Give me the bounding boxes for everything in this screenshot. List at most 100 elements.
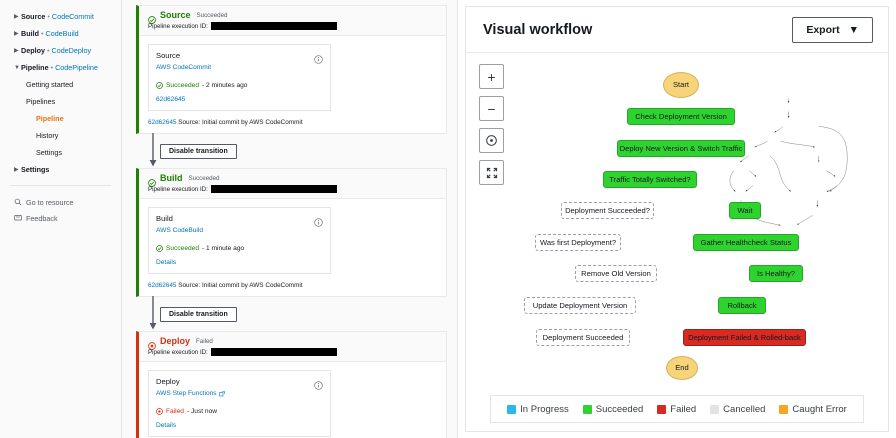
workflow-node-deploy[interactable]: Deploy New Version & Switch Traffic xyxy=(617,140,745,157)
sidebar-item-separator: • xyxy=(46,46,50,55)
status-succeeded-icon xyxy=(148,174,156,187)
legend-swatch xyxy=(582,404,592,414)
workflow-edges xyxy=(729,98,848,226)
commit-message: Source: Initial commit by AWS CodeCommit xyxy=(176,119,303,126)
workflow-node-start[interactable]: Start xyxy=(663,72,699,98)
sidebar-footer-go-to-resource[interactable]: Go to resource xyxy=(0,194,121,210)
status-succeeded-icon xyxy=(156,76,163,94)
legend-label: Caught Error xyxy=(792,403,847,415)
visual-workflow-panel: Visual workflow Export ▼ +− xyxy=(458,0,896,438)
workflow-node-remove[interactable]: Remove Old Version xyxy=(575,265,657,282)
sidebar-divider xyxy=(10,185,111,186)
sidebar-footer-feedback[interactable]: Feedback xyxy=(0,210,121,226)
workflow-node-healthy[interactable]: Is Healthy? xyxy=(749,265,803,282)
sidebar-item-label: Deploy xyxy=(21,46,45,55)
commit-line: 62d62645 Source: Initial commit by AWS C… xyxy=(148,282,438,289)
execution-id-redacted xyxy=(210,185,337,193)
action-provider-link[interactable]: AWS CodeBuild xyxy=(156,227,323,234)
action-details-link[interactable]: Details xyxy=(156,259,177,266)
disable-transition-button[interactable]: Disable transition xyxy=(160,306,237,322)
legend-item-caught-error: Caught Error xyxy=(779,403,847,415)
zoom-in-icon[interactable]: + xyxy=(479,64,504,89)
stage-status: Failed xyxy=(196,337,213,345)
action-provider-link[interactable]: AWS CodeCommit xyxy=(156,64,323,71)
workflow-node-label: Deploy New Version & Switch Traffic xyxy=(619,143,743,153)
workflow-node-label: Deployment Succeeded xyxy=(542,332,624,342)
execution-id-label: Pipeline execution ID: xyxy=(148,185,208,193)
workflow-node-label: Check Deployment Version xyxy=(635,111,727,121)
sidebar-item-label: Settings xyxy=(21,165,50,174)
disable-transition-button[interactable]: Disable transition xyxy=(160,143,237,159)
sidebar-item-separator: • xyxy=(40,29,44,38)
zoom-out-icon[interactable]: − xyxy=(479,96,504,121)
workflow-node-label: Wait xyxy=(737,205,753,215)
workflow-node-gather[interactable]: Gather Healthcheck Status xyxy=(693,234,799,251)
action-status: Succeeded xyxy=(166,81,199,89)
action-title: Build xyxy=(156,214,173,223)
action-status-time: - 1 minute ago xyxy=(202,244,245,252)
workflow-node-label: Update Deployment Version xyxy=(532,300,628,310)
export-button[interactable]: Export ▼ xyxy=(792,16,873,43)
sidebar-item-pipeline[interactable]: ▼Pipeline • CodePipeline xyxy=(0,59,121,76)
status-failed-icon xyxy=(148,337,156,350)
sidebar-item-deploy[interactable]: ▶Deploy • CodeDeploy xyxy=(0,42,121,59)
legend-label: Failed xyxy=(670,403,697,415)
action-status-time: - 2 minutes ago xyxy=(202,81,248,89)
action-details-link[interactable]: Details xyxy=(156,422,177,429)
zoom-reset-icon[interactable] xyxy=(479,128,504,153)
workflow-node-depsucc[interactable]: Deployment Succeeded xyxy=(536,329,630,346)
workflow-node-end[interactable]: End xyxy=(666,356,698,380)
sidebar-item-build[interactable]: ▶Build • CodeBuild xyxy=(0,25,121,42)
info-icon[interactable] xyxy=(314,214,323,227)
sidebar-subitem-history[interactable]: History xyxy=(36,131,59,140)
sidebar-item-provider: CodeDeploy xyxy=(51,46,92,55)
workflow-node-wait[interactable]: Wait xyxy=(729,202,761,219)
fit-screen-icon[interactable] xyxy=(479,160,504,185)
workflow-node-rollback[interactable]: Rollback xyxy=(718,297,766,314)
commit-id-link[interactable]: 62d62645 xyxy=(148,282,177,289)
workflow-node-label: Remove Old Version xyxy=(581,268,651,278)
stage-status: Succeeded xyxy=(196,11,228,19)
sidebar-item-source[interactable]: ▶Source • CodeCommit xyxy=(0,8,121,25)
info-icon[interactable] xyxy=(314,377,323,390)
sidebar-subitem-settings[interactable]: Settings xyxy=(36,148,62,157)
stage-name: Build xyxy=(160,173,183,183)
legend-swatch xyxy=(779,404,789,414)
workflow-node-check[interactable]: Check Deployment Version xyxy=(627,108,735,125)
action-status: Failed xyxy=(166,407,184,415)
sidebar-subitem-pipelines[interactable]: Pipelines xyxy=(26,97,56,106)
sidebar-footer-label: Go to resource xyxy=(26,197,74,207)
stage-name: Deploy xyxy=(160,336,191,346)
sidebar-subitem-getting-started[interactable]: Getting started xyxy=(26,80,74,89)
action-status-time: - Just now xyxy=(186,407,218,415)
action-provider-link[interactable]: AWS Step Functions xyxy=(156,390,323,397)
chevron-down-icon: ▼ xyxy=(14,64,20,71)
workflow-node-firstdep[interactable]: Was first Deployment? xyxy=(535,234,621,251)
chevron-right-icon: ▶ xyxy=(14,166,19,173)
info-icon[interactable] xyxy=(314,51,323,64)
workflow-node-update[interactable]: Update Deployment Version xyxy=(524,297,636,314)
action-details-link[interactable]: 62d62645 xyxy=(156,96,186,103)
commit-id-link[interactable]: 62d62645 xyxy=(148,119,177,126)
workflow-node-switched[interactable]: Traffic Totally Switched? xyxy=(603,171,697,188)
legend-item-failed: Failed xyxy=(657,404,696,415)
commit-line: 62d62645 Source: Initial commit by AWS C… xyxy=(148,119,438,126)
sidebar-item-settings[interactable]: ▶Settings xyxy=(0,161,121,178)
chevron-down-icon: ▼ xyxy=(848,23,859,36)
stage-transition: Disable transition xyxy=(136,133,447,168)
sidebar-subitem-pipeline[interactable]: Pipeline xyxy=(36,114,64,123)
workflow-node-failroll[interactable]: Deployment Failed & Rolled-back xyxy=(683,329,806,346)
workflow-node-depsucc_q[interactable]: Deployment Succeeded? xyxy=(561,202,654,219)
workflow-canvas[interactable]: +− xyxy=(466,53,888,431)
stage-name: Source xyxy=(160,10,191,20)
commit-message: Source: Initial commit by AWS CodeCommit xyxy=(176,282,303,289)
